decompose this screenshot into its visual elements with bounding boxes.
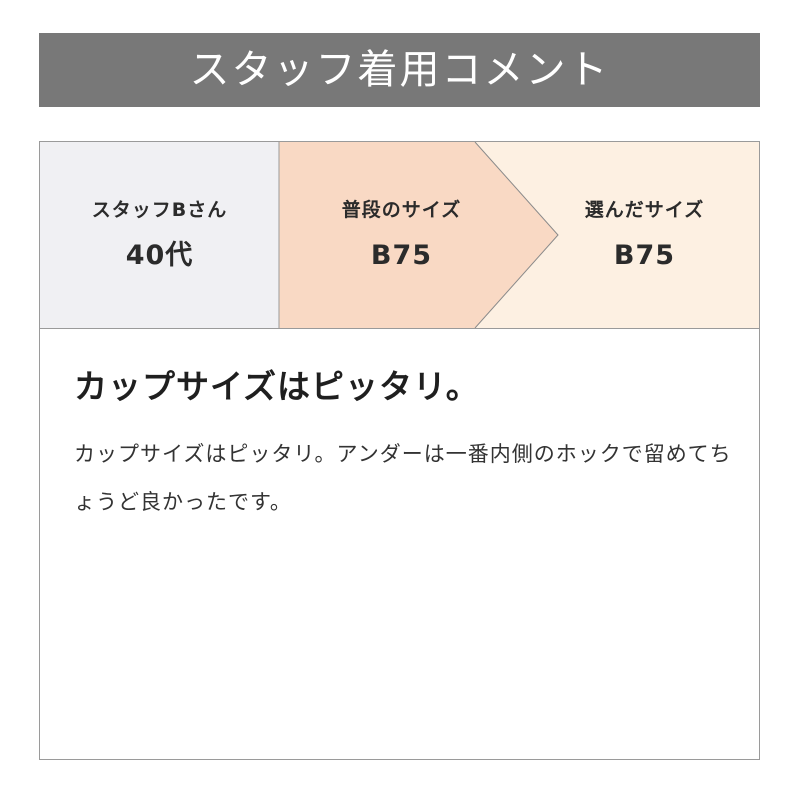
staff-name: スタッフBさん [91, 199, 228, 221]
comment-heading: カップサイズはピッタリ。 [74, 367, 480, 406]
usual-size-label: 普段のサイズ [341, 199, 462, 221]
header-bar: スタッフ着用コメント [39, 33, 760, 107]
chosen-size-cell: 選んだサイズ B75 [530, 142, 759, 328]
size-info-background [40, 142, 759, 328]
comment-body: カップサイズはピッタリ。アンダーは一番内側のホックで留めてちょうど良かったです。 [74, 442, 732, 514]
usual-size-arrow [279, 142, 558, 328]
usual-size-value: B75 [370, 240, 433, 271]
usual-size-cell: 普段のサイズ B75 [279, 142, 524, 328]
size-info-row: スタッフBさん 40代 普段のサイズ B75 選んだサイズ B75 [40, 142, 759, 329]
staff-age: 40代 [125, 240, 194, 271]
arrow-outline [474, 142, 559, 328]
chosen-size-label: 選んだサイズ [584, 199, 705, 221]
staff-cell-background [40, 142, 279, 328]
staff-cell: スタッフBさん 40代 [40, 142, 279, 328]
chosen-size-value: B75 [613, 240, 676, 271]
comment-card: スタッフBさん 40代 普段のサイズ B75 選んだサイズ B75 カップサイズ… [39, 141, 760, 760]
page-title: スタッフ着用コメント [189, 47, 610, 93]
